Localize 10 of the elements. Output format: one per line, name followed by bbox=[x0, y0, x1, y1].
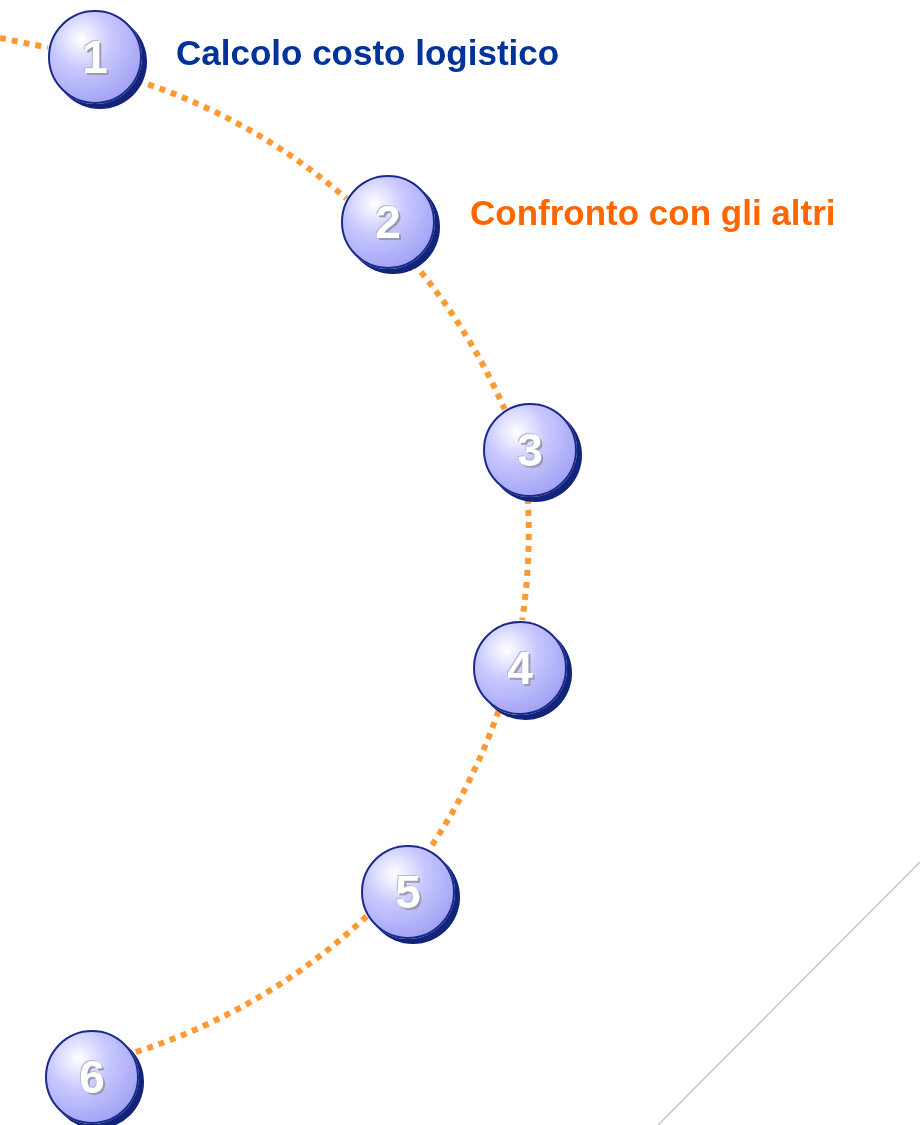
dotted-connector bbox=[132, 913, 369, 1056]
step-number: 4 bbox=[507, 641, 533, 695]
step-title: Confronto con gli altri bbox=[470, 194, 836, 233]
step-number: 1 bbox=[82, 30, 108, 84]
step-number: 6 bbox=[79, 1050, 105, 1104]
step-number: 3 bbox=[517, 423, 543, 477]
step-title: Calcolo costo logistico bbox=[176, 34, 560, 73]
step-number: 2 bbox=[375, 195, 401, 249]
dotted-connector bbox=[0, 35, 49, 51]
step-number: 5 bbox=[395, 865, 421, 919]
